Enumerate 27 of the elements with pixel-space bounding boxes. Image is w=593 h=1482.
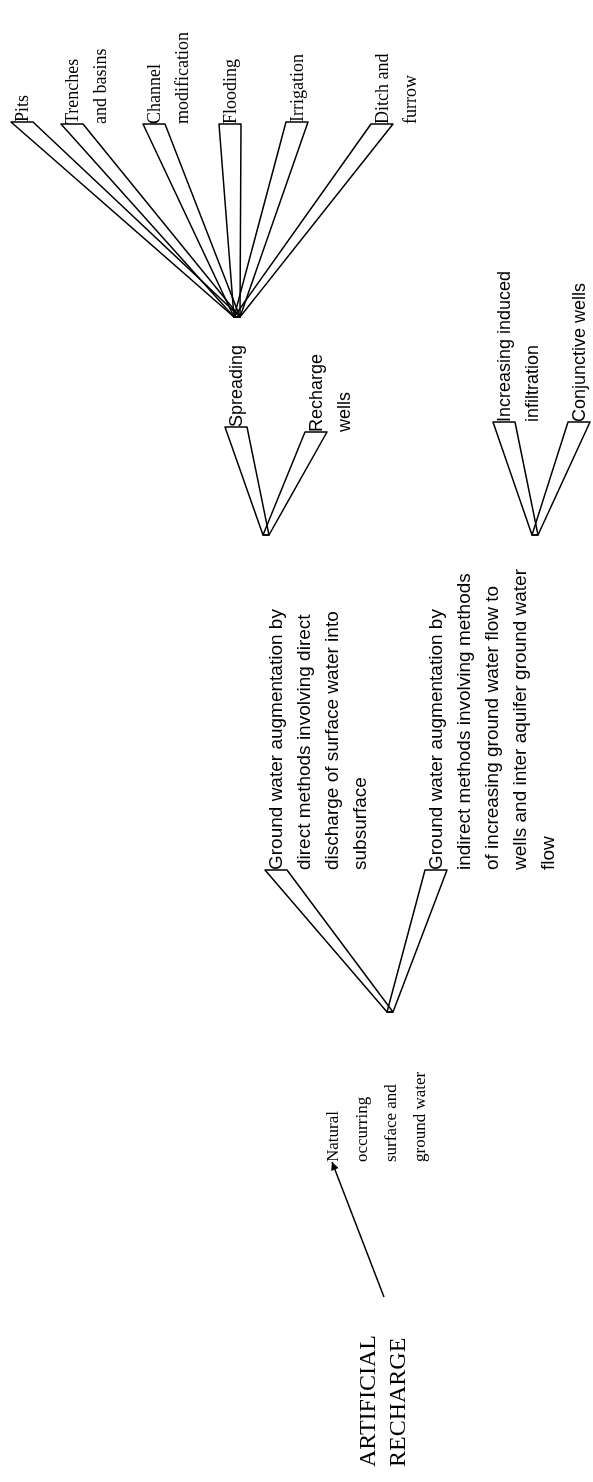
branch-connector <box>142 123 241 318</box>
branch-connector <box>60 123 241 318</box>
branch-connector <box>492 421 539 536</box>
technique-label: Trenches and basins <box>58 32 116 124</box>
technique-label: Conjunctive wells <box>565 232 593 422</box>
branch-connector <box>264 869 394 1013</box>
technique-label: Ditch and furrow <box>368 32 426 124</box>
branch-connector <box>10 121 241 318</box>
branch-connector <box>531 421 591 536</box>
method-label: Ground water augmentation by indirect methods involving methods of increasing ground water flow to wells and inter aquifer ground water flow <box>422 535 592 870</box>
arrow <box>331 1161 385 1298</box>
branch-connector <box>386 869 448 1013</box>
branch-connector <box>262 431 328 536</box>
technique-label: Pits <box>8 62 36 122</box>
branch-connector <box>224 426 270 536</box>
technique-label: Increasing induced infiltration <box>490 232 548 422</box>
technique-label: Channel modification <box>140 4 198 124</box>
branch-connector <box>218 123 242 318</box>
technique-label: Irrigation <box>283 27 311 122</box>
root-label: ARTIFICIAL RECHARGE <box>352 1297 416 1467</box>
technique-label: Recharge wells <box>302 312 360 432</box>
technique-label: Spreading <box>222 317 252 427</box>
source-label: Natural occurring surface and ground water <box>318 1012 468 1162</box>
method-label: Ground water augmentation by direct methods involving direct discharge of surface water into subsurface <box>262 535 374 870</box>
branch-connector <box>233 123 394 318</box>
branch-connector <box>233 121 309 318</box>
technique-label: Flooding <box>216 34 244 124</box>
